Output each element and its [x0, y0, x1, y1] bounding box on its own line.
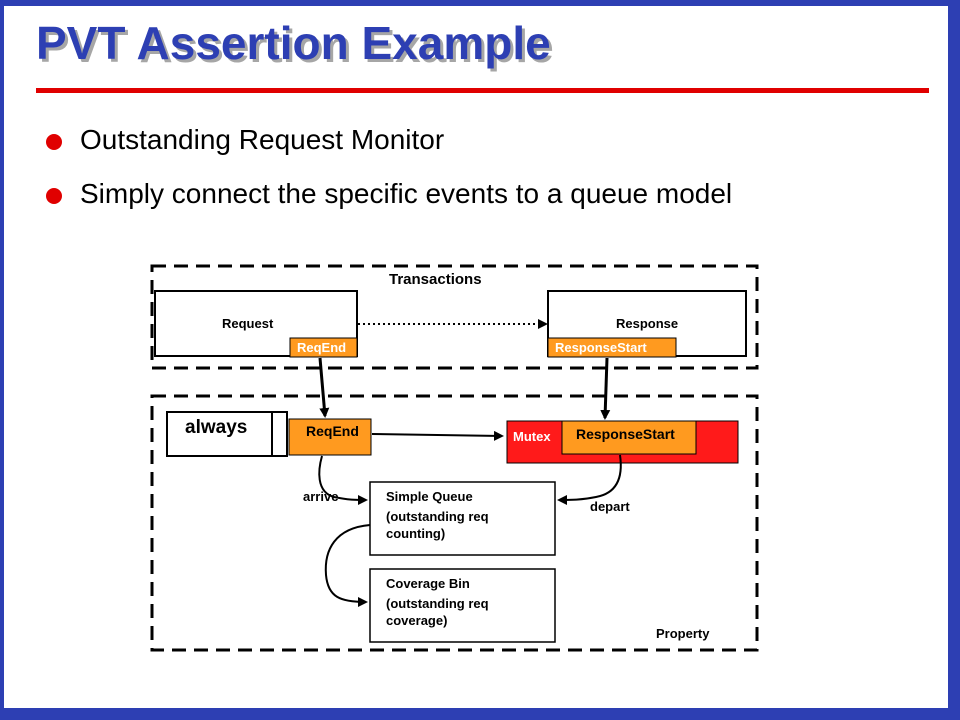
coverage-line-3: coverage): [386, 613, 447, 628]
bullet-text: Simply connect the specific events to a …: [80, 178, 733, 209]
title-underline: [36, 88, 929, 93]
coverage-bin-box: [369, 568, 556, 643]
queue-line-1: Simple Queue: [386, 489, 473, 504]
arrive-arrow: [318, 455, 368, 505]
response-event-box: [547, 337, 677, 358]
slide-title: PVT Assertion Example: [36, 17, 551, 69]
frame-right-bar: [948, 0, 960, 720]
property-resp-event-label: ResponseStart: [576, 426, 675, 442]
queue-line-2: (outstanding req: [386, 509, 489, 524]
transactions-label: Transactions: [389, 271, 482, 288]
depart-arrow: [557, 454, 622, 505]
always-label: always: [185, 417, 247, 438]
simple-queue-box: [369, 481, 556, 556]
request-event-box: [289, 337, 358, 358]
request-label: Request: [222, 316, 274, 331]
req-event-down-arrow: [318, 357, 330, 418]
frame-top-bar: [0, 0, 960, 6]
property-resp-event-box: [561, 420, 697, 455]
response-label: Response: [616, 316, 678, 331]
depart-label: depart: [590, 499, 630, 514]
bullet-text: Outstanding Request Monitor: [80, 124, 445, 155]
mutex-label: Mutex: [513, 429, 551, 444]
arrive-label: arrive: [303, 489, 338, 504]
coverage-line-2: (outstanding req: [386, 596, 489, 611]
queue-line-3: counting): [386, 526, 445, 541]
frame-left-bar: [0, 0, 4, 720]
property-req-event-label: ReqEnd: [306, 423, 359, 439]
frame-bottom-bar: [0, 708, 960, 720]
request-event-label: ReqEnd: [297, 340, 346, 355]
bullet-dot-icon: [46, 188, 62, 204]
coverage-line-1: Coverage Bin: [386, 576, 470, 591]
property-label: Property: [656, 626, 710, 641]
response-event-label: ResponseStart: [555, 340, 647, 355]
bullet-dot-icon: [46, 134, 62, 150]
queue-to-coverage-arrow: [324, 524, 371, 607]
always-box: [166, 411, 288, 457]
property-req-event-box: [288, 418, 372, 456]
req-to-mutex-arrow: [371, 430, 504, 441]
property-container: [150, 394, 759, 652]
resp-event-down-arrow: [600, 357, 611, 420]
